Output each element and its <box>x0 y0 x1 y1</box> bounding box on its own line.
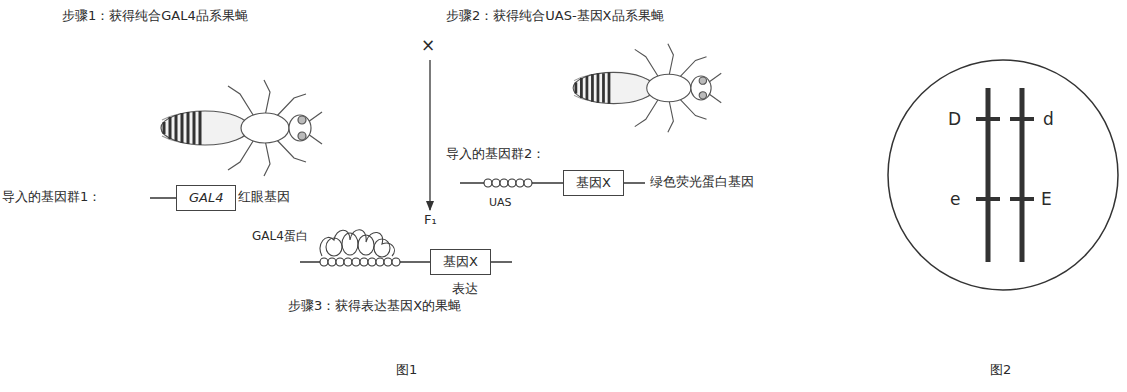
allele-letter: e <box>950 190 960 209</box>
text-label: 步骤3：获得表达基因X的果蝇 <box>288 298 461 315</box>
fly-drawing <box>161 80 322 176</box>
gene-name: 基因X <box>576 175 611 190</box>
circle-outline <box>886 58 1120 292</box>
uas-sequence <box>320 258 400 266</box>
text-label: 导入的基因群1： <box>2 189 101 206</box>
allele-letter: E <box>1041 190 1052 209</box>
text-label: 绿色荧光蛋白基因 <box>650 174 754 191</box>
cross-arrow <box>429 60 430 210</box>
gene-name: GAL4 <box>189 190 223 205</box>
cell-circle: Dd e E <box>886 58 1120 292</box>
allele-letter: D <box>948 110 961 129</box>
text-label: 红眼基因 <box>238 189 290 206</box>
gene-box: 基因X <box>563 170 624 196</box>
chromosome-pair <box>976 88 1034 262</box>
text-label: F₁ <box>424 212 437 229</box>
fly-drawing <box>573 44 721 132</box>
text-label: 图1 <box>396 362 417 379</box>
text-label: 步骤2：获得纯合UAS-基因X品系果蝇 <box>446 8 664 25</box>
allele-letter: d <box>1043 110 1054 129</box>
gene-box: 基因X <box>430 249 491 275</box>
gene-box: GAL4 <box>176 185 236 211</box>
text-label: 图2 <box>990 362 1011 379</box>
text-label: 步骤1：获得纯合GAL4品系果蝇 <box>62 8 248 25</box>
gal4-protein <box>320 230 394 257</box>
uas-sequence <box>484 179 532 187</box>
text-label: 表达 <box>452 281 478 298</box>
text-label: UAS <box>489 196 512 210</box>
text-label: GAL4蛋白 <box>252 229 308 245</box>
gene-name: 基因X <box>443 254 478 269</box>
text-label: 导入的基因群2： <box>446 146 545 163</box>
text-label: × <box>421 34 435 56</box>
